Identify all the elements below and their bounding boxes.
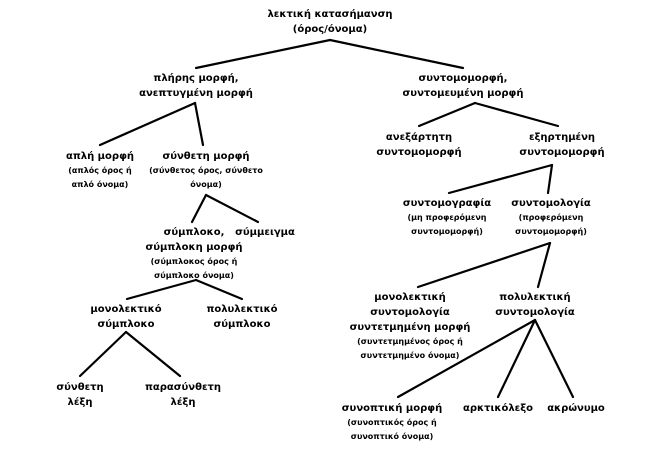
- node-simple-form-line1: απλή μορφή: [65, 151, 135, 162]
- node-simple-form-sub1: (απλός όρος ή: [68, 166, 132, 175]
- edge-root-short: [328, 38, 465, 70]
- node-abbreviation-sub2: συντομομορφή): [411, 227, 483, 236]
- node-single-word-shortening-line3: συντετμημένη μορφή: [349, 322, 471, 333]
- node-multi-word-complex-line2: σύμπλοκο: [213, 319, 271, 330]
- node-complex-form-line2: σύμπλοκη μορφή: [145, 242, 243, 253]
- node-short-form-line1: συντομομορφή,: [418, 73, 508, 84]
- node-dependent-short-line1: εξηρτημένη: [528, 132, 596, 143]
- edge-polyshort-acronym: [533, 318, 575, 399]
- node-shortening: συντομολογία (προφερόμενη συντομομορφή): [511, 196, 591, 239]
- node-synoptic-form-sub2: συνοπτικό όνομα): [350, 432, 434, 441]
- edge-dependent-shortening: [546, 163, 554, 195]
- edge-short-dependent: [473, 101, 560, 128]
- node-shortening-sub1: (προφερόμενη: [518, 213, 584, 222]
- node-simple-form: απλή μορφή (απλός όρος ή απλό όνομα): [66, 149, 134, 192]
- node-synoptic-form-line1: συνοπτική μορφή: [341, 403, 443, 414]
- node-compound-word-line2: λέξη: [67, 397, 93, 408]
- node-compound-form-line1: σύνθετη μορφή: [162, 151, 250, 162]
- node-synoptic-form-sub1: (συνοπτικός όρος ή: [347, 418, 437, 427]
- node-short-form: συντομομορφή, συντομευμένη μορφή: [403, 71, 524, 101]
- node-parasynthetic-word-line2: λέξη: [170, 397, 196, 408]
- node-independent-short: ανεξάρτητη συντομομορφή: [376, 130, 461, 160]
- node-complex-form: σύμπλοκο, σύμπλοκη μορφή (σύμπλοκος όρος…: [145, 225, 242, 283]
- node-compound-word: σύνθετη λέξη: [56, 380, 103, 410]
- node-acronym-word-line1: αρκτικόλεξο: [462, 403, 534, 414]
- edge-short-independent: [417, 101, 477, 128]
- node-single-word-complex-line1: μονολεκτικό: [90, 304, 162, 315]
- edge-full-compound: [193, 101, 205, 147]
- node-root-line1: λεκτική κατασήμανση: [267, 9, 393, 20]
- node-single-word-shortening-line2: συντομολογία: [370, 307, 450, 318]
- node-single-word-shortening-line1: μονολεκτική: [374, 292, 446, 303]
- node-abbreviation: συντομογραφία (μη προφερόμενη συντομομορ…: [403, 196, 491, 239]
- node-abbreviation-line1: συντομογραφία: [402, 198, 492, 209]
- node-shortening-sub2: συντομομορφή): [515, 227, 587, 236]
- node-compound-form: σύνθετη μορφή (σύνθετος όρος, σύνθετο όν…: [149, 149, 263, 192]
- node-compound-word-line1: σύνθετη: [56, 382, 104, 393]
- edge-shortening-monoshort: [416, 241, 552, 289]
- node-root-line2: (όρος/όνομα): [292, 24, 368, 35]
- node-multi-word-shortening: πολυλεκτική συντομολογία: [495, 290, 575, 320]
- edge-compound-complex: [190, 193, 208, 224]
- node-acronym-line1: ακρώνυμο: [547, 403, 605, 414]
- node-independent-short-line1: ανεξάρτητη: [385, 132, 453, 143]
- edge-root-full: [194, 38, 332, 70]
- node-multi-word-complex: πολυλεκτικό σύμπλοκο: [206, 302, 277, 332]
- node-blend: σύμμειγμα: [235, 225, 295, 240]
- node-full-form-line2: ανεπτυγμένη μορφή: [139, 88, 253, 99]
- node-acronym-word: αρκτικόλεξο: [463, 401, 533, 416]
- node-complex-form-sub1: (σύμπλοκος όρος ή: [150, 257, 238, 266]
- node-abbreviation-sub1: (μη προφερόμενη: [407, 213, 487, 222]
- node-single-word-shortening-sub1: (συντετμημένος όρος ή: [357, 337, 463, 346]
- node-full-form: πλήρης μορφή, ανεπτυγμένη μορφή: [139, 71, 253, 101]
- edge-dependent-abbrev: [447, 163, 554, 195]
- node-independent-short-line2: συντομομορφή: [376, 147, 462, 158]
- node-dependent-short-line2: συντομομορφή: [519, 147, 605, 158]
- node-parasynthetic-word: παρασύνθετη λέξη: [145, 380, 221, 410]
- edge-polyshort-acronym-word: [496, 318, 537, 399]
- node-synoptic-form: συνοπτική μορφή (συνοπτικός όρος ή συνοπ…: [342, 401, 442, 444]
- node-root: λεκτική κατασήμανση (όρος/όνομα): [267, 7, 392, 37]
- node-complex-form-line1: σύμπλοκο,: [163, 227, 225, 238]
- node-shortening-line1: συντομολογία: [511, 198, 591, 209]
- edge-compound-blend: [204, 193, 260, 224]
- node-simple-form-sub2: απλό όνομα): [71, 180, 129, 189]
- node-single-word-shortening: μονολεκτική συντομολογία συντετμημένη μο…: [350, 290, 471, 363]
- node-complex-form-sub2: σύμπλοκο όνομα): [154, 271, 234, 280]
- node-blend-line1: σύμμειγμα: [235, 227, 295, 238]
- node-short-form-line2: συντομευμένη μορφή: [402, 88, 524, 99]
- edge-mono-syntheti: [78, 330, 128, 378]
- node-multi-word-complex-line1: πολυλεκτικό: [206, 304, 278, 315]
- node-compound-form-sub1: (σύνθετος όρος, σύνθετο: [149, 166, 263, 175]
- node-compound-form-sub2: όνομα): [190, 180, 222, 189]
- node-single-word-complex-line2: σύμπλοκο: [97, 319, 155, 330]
- edge-polyshort-synoptic: [396, 318, 537, 399]
- node-dependent-short: εξηρτημένη συντομομορφή: [519, 130, 604, 160]
- node-full-form-line1: πλήρης μορφή,: [153, 73, 239, 84]
- edge-complex-mono: [125, 278, 198, 301]
- edge-mono-parasyntheti: [124, 330, 182, 378]
- edge-full-simple: [98, 101, 197, 147]
- node-multi-word-shortening-line1: πολυλεκτική: [499, 292, 571, 303]
- node-single-word-complex: μονολεκτικό σύμπλοκο: [90, 302, 161, 332]
- node-acronym: ακρώνυμο: [547, 401, 605, 416]
- edge-complex-poly: [194, 278, 244, 301]
- edge-shortening-polyshort: [536, 241, 552, 289]
- node-multi-word-shortening-line2: συντομολογία: [495, 307, 575, 318]
- node-single-word-shortening-sub2: συντετμημένο όνομα): [360, 351, 460, 360]
- node-parasynthetic-word-line1: παρασύνθετη: [144, 382, 222, 393]
